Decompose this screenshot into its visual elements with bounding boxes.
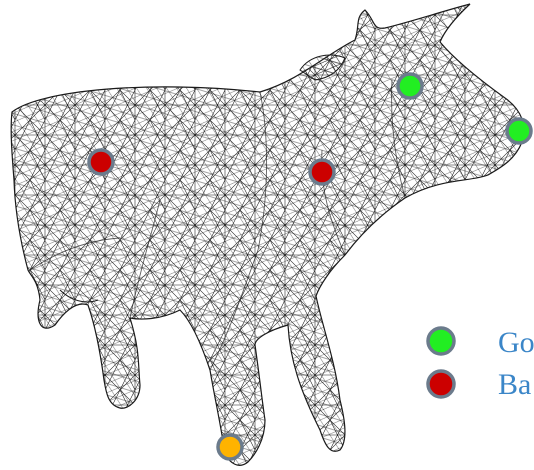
good-marker-eye [398,74,422,98]
legend-bad-swatch [428,371,454,397]
legend-good-swatch [428,328,454,354]
other-marker-hoof [218,435,242,459]
good-marker-nose [507,119,531,143]
legend [428,328,454,397]
bad-marker-shoulder [310,160,334,184]
legend-good-label: Go [498,328,534,358]
legend-bad-label: Ba [498,370,531,400]
bad-marker-body [89,150,113,174]
